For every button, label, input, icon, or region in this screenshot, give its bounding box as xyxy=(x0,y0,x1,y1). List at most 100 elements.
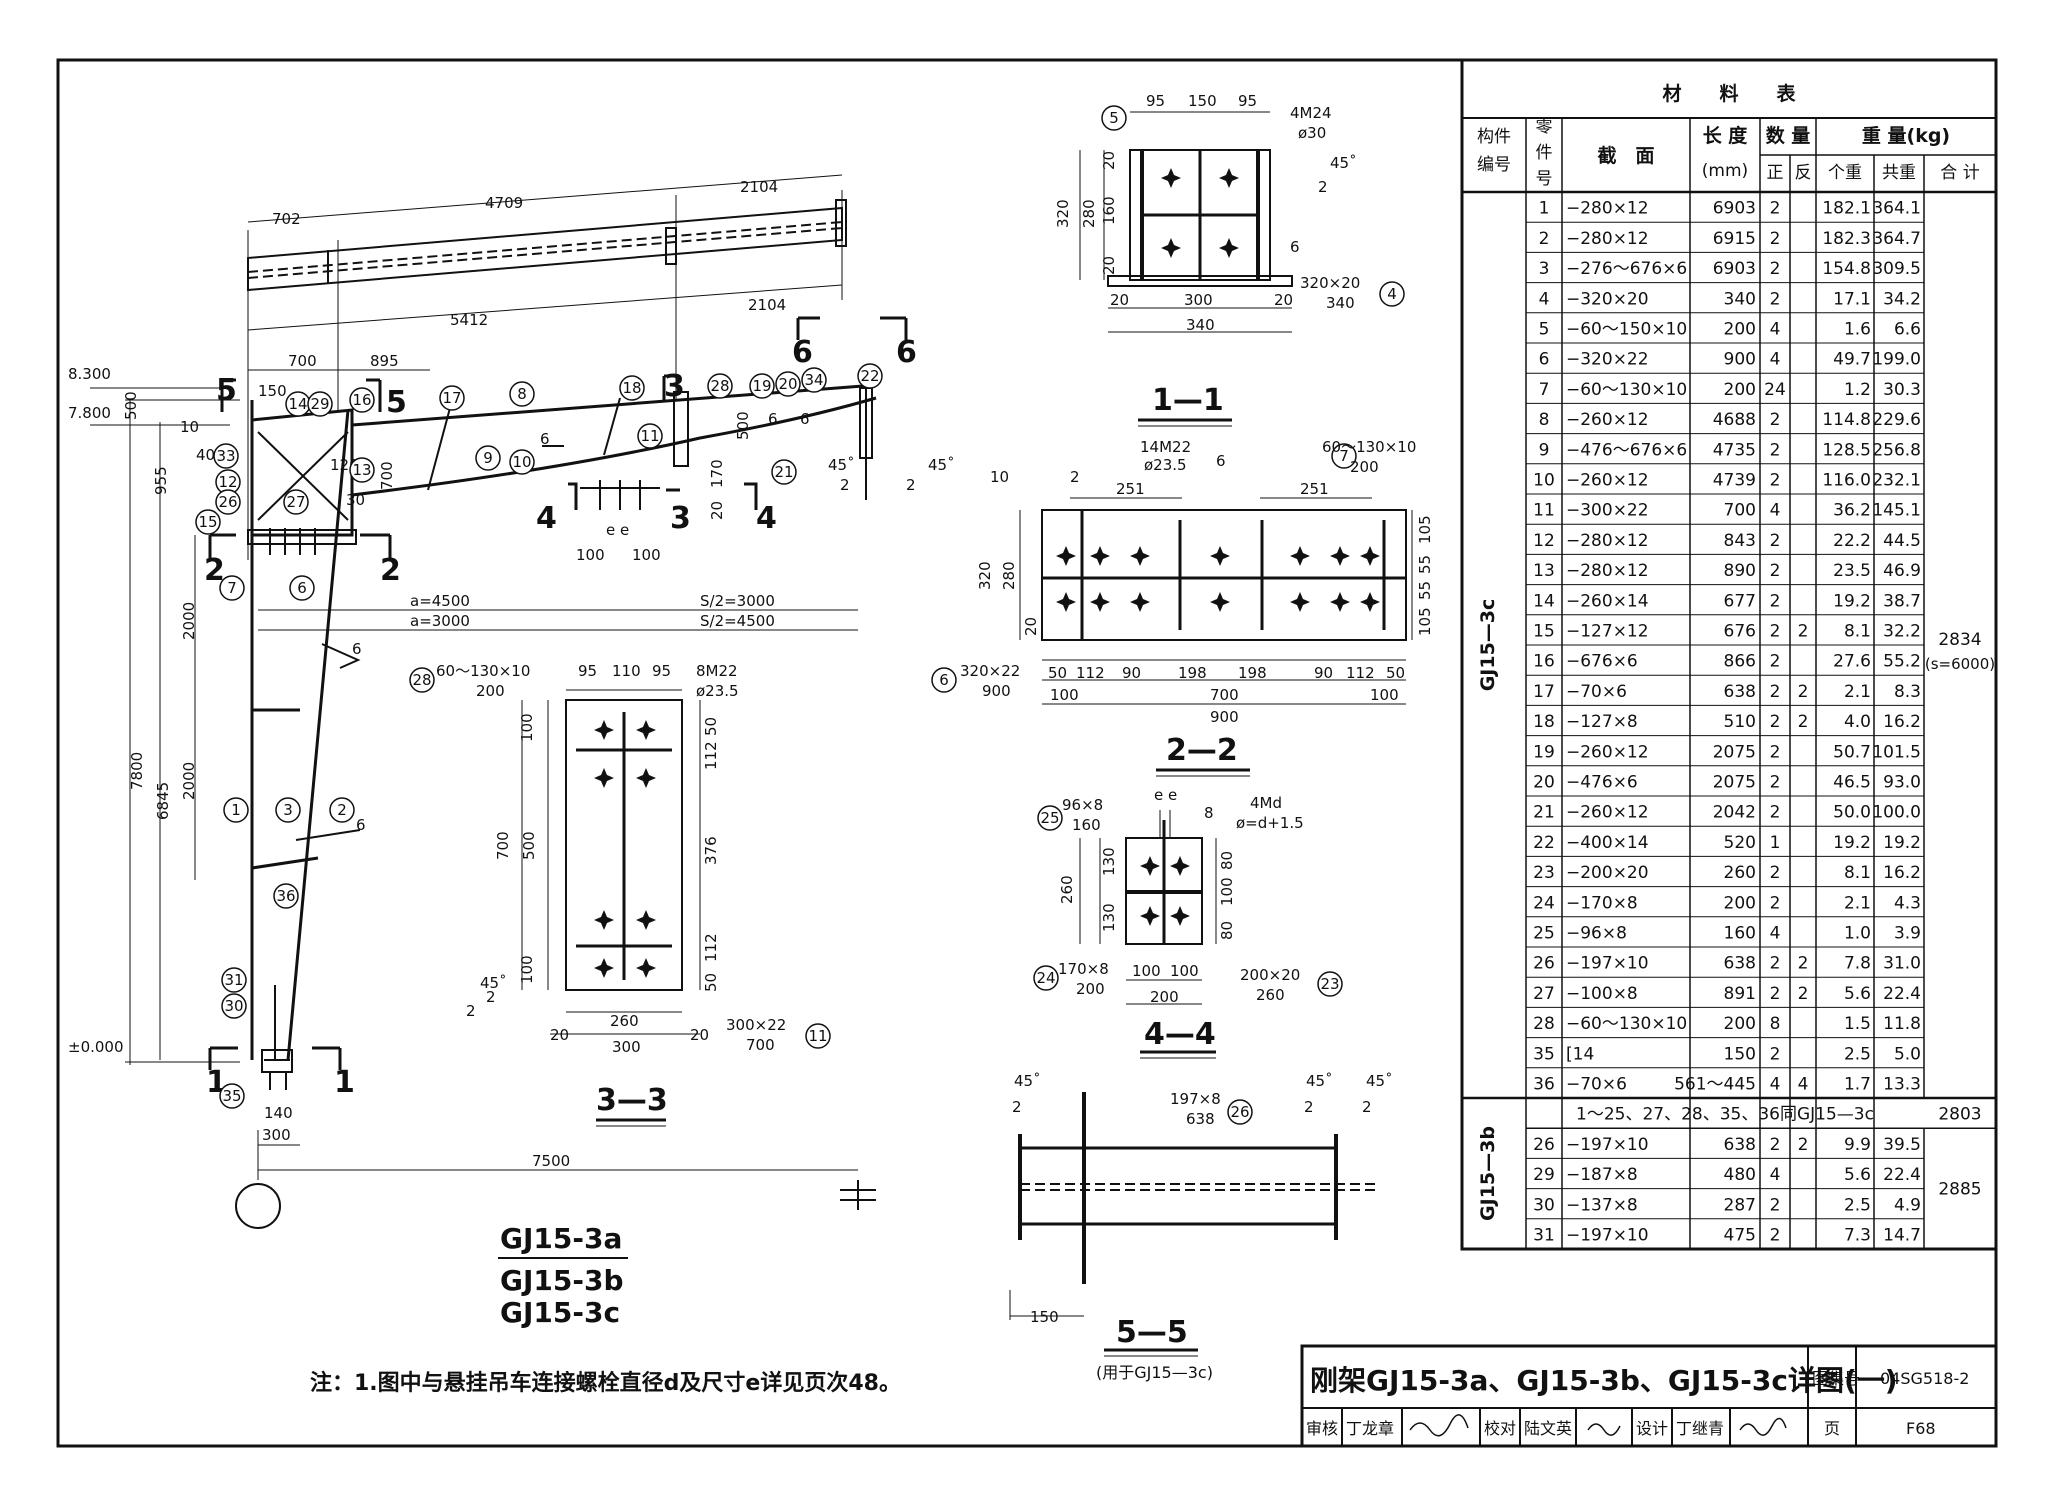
svg-text:29: 29 xyxy=(1533,1165,1555,1185)
svg-text:287: 287 xyxy=(1724,1195,1756,1215)
bolt-hole xyxy=(1290,592,1310,612)
svg-text:13: 13 xyxy=(1533,561,1555,581)
detail-bubble-28: 28 xyxy=(409,667,435,693)
s44-title: 4—4 xyxy=(1144,1017,1216,1052)
part-bubble-12: 12 xyxy=(215,469,241,495)
s11-d20c: 20 xyxy=(1110,291,1129,309)
bolt-hole xyxy=(1210,592,1230,612)
bolt-hole xyxy=(1290,546,1310,566)
svg-text:9: 9 xyxy=(1539,440,1550,460)
member-title-a: GJ15-3a xyxy=(500,1222,622,1255)
part-bubble-27: 27 xyxy=(283,489,309,515)
bolt-hole xyxy=(1161,238,1181,258)
svg-text:25: 25 xyxy=(1040,809,1059,827)
svg-text:9: 9 xyxy=(483,449,493,467)
svg-text:46.5: 46.5 xyxy=(1833,773,1871,793)
s44-plate25: 96×8 xyxy=(1062,796,1103,814)
svg-text:4: 4 xyxy=(1539,289,1550,309)
svg-text:1.5: 1.5 xyxy=(1844,1014,1871,1034)
svg-text:11: 11 xyxy=(808,1027,827,1045)
dim-10: 10 xyxy=(180,418,199,436)
svg-text:4688: 4688 xyxy=(1713,410,1756,430)
svg-text:364.7: 364.7 xyxy=(1872,229,1921,249)
sec-mark-4b: 4 xyxy=(756,501,777,536)
svg-text:2: 2 xyxy=(1770,742,1781,762)
s22-title: 2—2 xyxy=(1166,733,1238,768)
svg-text:2: 2 xyxy=(1770,1195,1781,1215)
s22-d100a: 100 xyxy=(1050,686,1079,704)
svg-text:25: 25 xyxy=(1533,924,1555,944)
bolt-hole xyxy=(1360,592,1380,612)
svg-text:8: 8 xyxy=(517,385,527,403)
s11-w6: 6 xyxy=(1290,238,1300,256)
svg-text:20: 20 xyxy=(778,375,797,393)
part-bubble-21: 21 xyxy=(771,459,797,485)
svg-text:24: 24 xyxy=(1036,969,1055,987)
svg-text:4.0: 4.0 xyxy=(1844,712,1871,732)
detail-bubble-6: 6 xyxy=(931,667,957,693)
svg-text:30.3: 30.3 xyxy=(1883,380,1921,400)
hdr-member-2: 编号 xyxy=(1477,155,1511,175)
svg-text:−60～150×10: −60～150×10 xyxy=(1566,320,1687,340)
s11-plate-len: 340 xyxy=(1326,294,1355,312)
svg-text:114.8: 114.8 xyxy=(1822,410,1871,430)
svg-text:23: 23 xyxy=(1320,975,1339,993)
s22-d251a: 251 xyxy=(1116,480,1145,498)
atlas-no: 04SG518-2 xyxy=(1880,1369,1969,1388)
svg-text:31: 31 xyxy=(224,971,243,989)
svg-text:11: 11 xyxy=(1533,501,1555,521)
part-bubble-8: 8 xyxy=(509,381,535,407)
dim-7500: 7500 xyxy=(532,1152,570,1170)
dim-6845: 6845 xyxy=(154,782,172,820)
group-b-same-total: 2803 xyxy=(1938,1105,1981,1125)
s11-d320: 320 xyxy=(1054,199,1072,228)
part-bubble-7: 7 xyxy=(219,575,245,601)
s55-title: 5—5 xyxy=(1116,1315,1188,1350)
s33-r50b: 50 xyxy=(702,973,720,992)
general-note: 注：1.图中与悬挂吊车连接螺栓直径d及尺寸e详见页次48。 xyxy=(310,1370,901,1396)
svg-text:1.6: 1.6 xyxy=(1844,320,1871,340)
s44-plate25len: 160 xyxy=(1072,816,1101,834)
svg-text:8: 8 xyxy=(1539,410,1550,430)
bolt-hole xyxy=(1090,546,1110,566)
s33-hole: ø23.5 xyxy=(696,682,739,700)
svg-text:−197×10: −197×10 xyxy=(1566,954,1649,974)
bolt-hole xyxy=(1210,546,1230,566)
s55-w2c: 2 xyxy=(1362,1098,1372,1116)
svg-text:199.0: 199.0 xyxy=(1872,350,1921,370)
dim-20: 20 xyxy=(708,501,726,520)
part-bubble-11: 11 xyxy=(637,423,663,449)
svg-text:23: 23 xyxy=(1533,863,1555,883)
svg-text:30: 30 xyxy=(224,997,243,1015)
svg-text:−676×6: −676×6 xyxy=(1566,652,1638,672)
drawing-title: 刚架GJ15-3a、GJ15-3b、GJ15-3c详图(一) xyxy=(1310,1364,1898,1397)
sec-mark-1b: 1 xyxy=(334,1065,355,1100)
s33-d95a: 95 xyxy=(578,662,597,680)
part-bubble-15: 15 xyxy=(195,509,221,535)
svg-text:7: 7 xyxy=(1539,380,1550,400)
column-base xyxy=(261,1049,293,1073)
bolt-hole xyxy=(1140,906,1160,926)
bolt-hole xyxy=(1330,546,1350,566)
sec-mark-5a: 5 xyxy=(216,373,237,408)
svg-text:28: 28 xyxy=(412,671,431,689)
svg-text:31.0: 31.0 xyxy=(1883,954,1921,974)
dim-2104a: 2104 xyxy=(740,178,778,196)
svg-text:2: 2 xyxy=(1770,591,1781,611)
svg-text:561～445: 561～445 xyxy=(1674,1075,1756,1095)
svg-text:182.3: 182.3 xyxy=(1822,229,1871,249)
svg-text:−276～676×6: −276～676×6 xyxy=(1566,259,1687,279)
svg-text:−300×22: −300×22 xyxy=(1566,501,1649,521)
elev-eave: 7.800 xyxy=(68,404,111,422)
svg-text:−260×14: −260×14 xyxy=(1566,591,1649,611)
svg-text:2075: 2075 xyxy=(1713,773,1756,793)
s22-dim-4: 198 xyxy=(1238,664,1267,682)
dim-500b: 500 xyxy=(734,411,752,440)
s33-plate28: 60～130×10 xyxy=(436,662,530,680)
page-no: F68 xyxy=(1906,1419,1936,1438)
svg-text:1: 1 xyxy=(1770,833,1781,853)
group-b-name: GJ15—3b xyxy=(1477,1126,1499,1221)
